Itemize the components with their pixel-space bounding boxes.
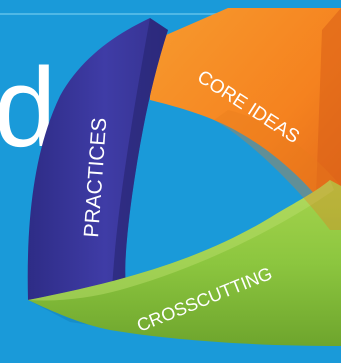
band-core-ideas-shade	[316, 8, 341, 230]
top-accent-line	[0, 13, 341, 15]
band-practices-shade	[112, 18, 168, 290]
band-join-shade	[214, 110, 341, 230]
band-practices	[27, 18, 169, 300]
band-core-ideas	[150, 8, 341, 230]
